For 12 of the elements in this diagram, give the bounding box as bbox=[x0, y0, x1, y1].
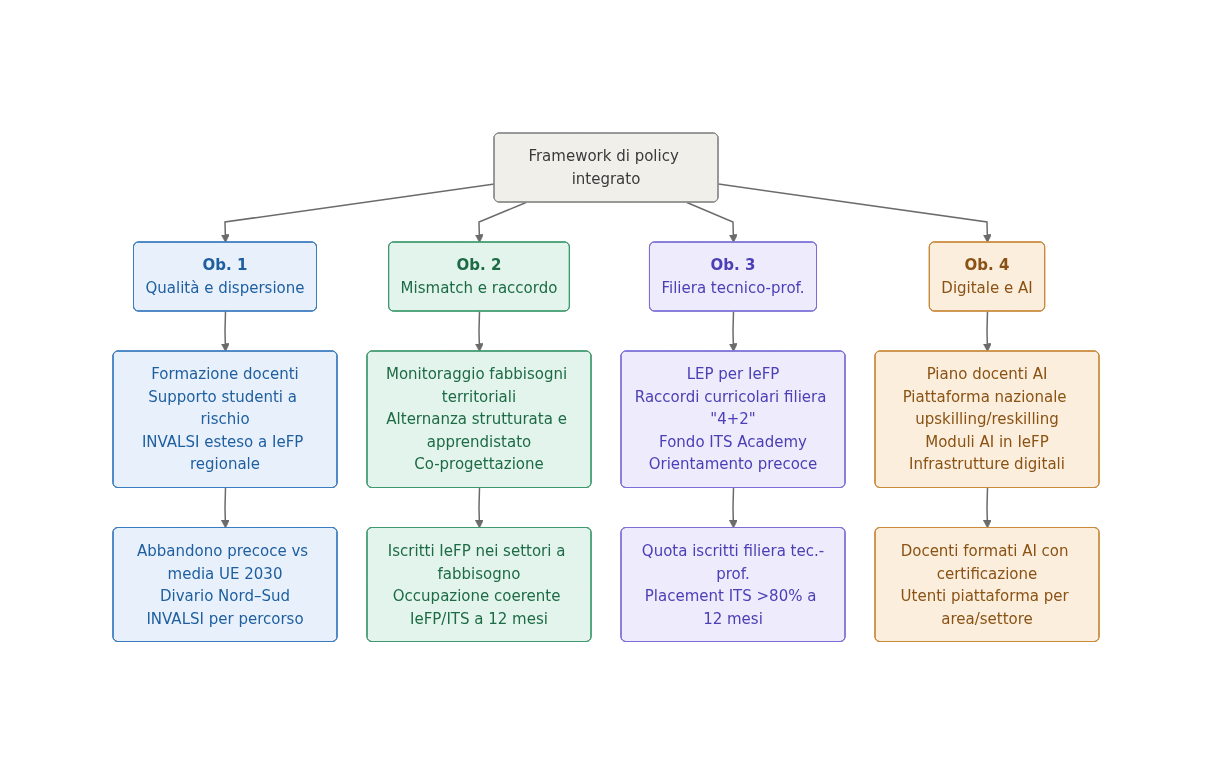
arrow bbox=[474, 311, 484, 353]
arrow bbox=[474, 487, 484, 529]
arrow bbox=[728, 487, 738, 529]
arrow bbox=[220, 183, 495, 244]
arrow bbox=[982, 487, 992, 529]
arrow bbox=[728, 311, 738, 353]
arrow bbox=[474, 202, 527, 244]
arrow bbox=[982, 311, 992, 353]
arrow bbox=[220, 487, 230, 529]
arrow bbox=[220, 311, 230, 353]
arrow bbox=[717, 183, 992, 244]
arrow bbox=[685, 202, 738, 244]
